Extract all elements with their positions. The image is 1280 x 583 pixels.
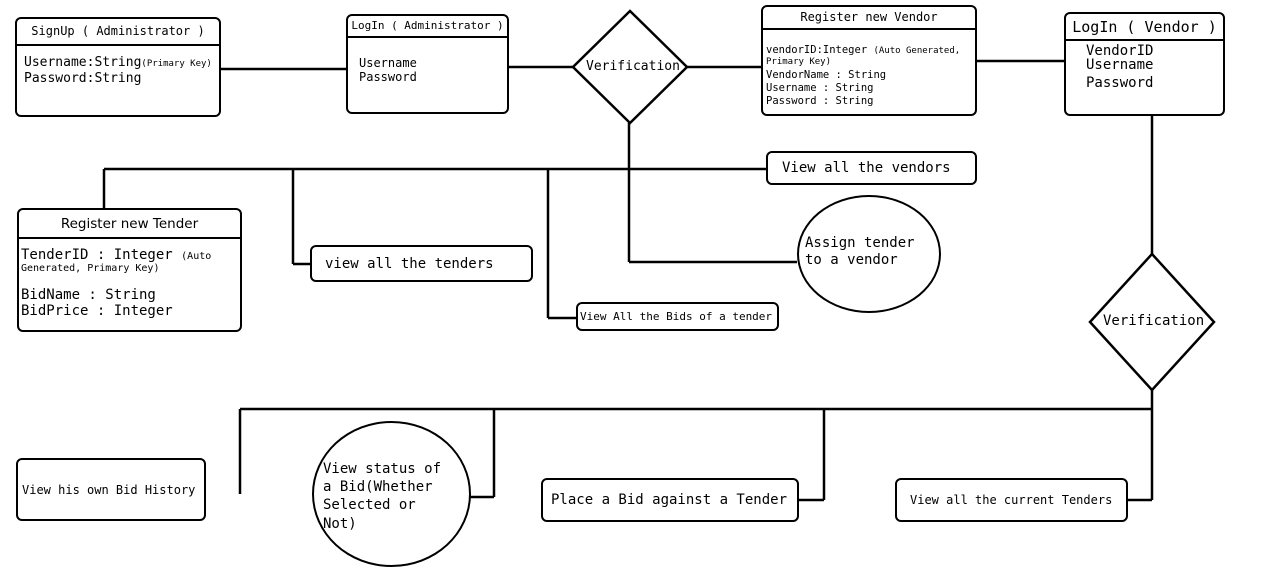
signup-admin-password: Password:String — [24, 70, 142, 86]
register-vendor-entity: Register new Vendor vendorID:Integer (Au… — [761, 5, 977, 116]
register-vendor-id: vendorID:Integer — [766, 44, 868, 56]
register-tender-title: Register new Tender — [19, 210, 240, 239]
view-vendors-label: View all the vendors — [782, 160, 951, 176]
verification-vendor-diamond — [1088, 252, 1216, 392]
signup-admin-username-note: (Primary Key) — [141, 59, 212, 69]
place-bid-box: Place a Bid against a Tender — [541, 478, 799, 522]
assign-tender-line2: to a vendor — [805, 251, 898, 268]
view-tenders-label: view all the tenders — [325, 255, 494, 272]
view-vendors-box: View all the vendors — [766, 151, 977, 185]
signup-admin-title: SignUp ( Administrator ) — [17, 19, 219, 46]
view-bids-label: View All the Bids of a tender — [580, 310, 773, 323]
verification-vendor-label: Verification — [1103, 313, 1205, 329]
register-vendor-username: Username : String — [766, 81, 874, 94]
register-tender-bidname: BidName : String — [21, 286, 156, 303]
bid-history-box: View his own Bid History — [16, 458, 206, 521]
register-tender-id-note-2: Generated, Primary Key) — [21, 263, 160, 275]
login-admin-title: LogIn ( Administrator ) — [348, 16, 507, 38]
current-tenders-label: View all the current Tenders — [910, 493, 1113, 507]
register-tender-entity: Register new Tender TenderID : Integer (… — [17, 208, 242, 332]
login-vendor-title: LogIn ( Vendor ) — [1066, 14, 1223, 41]
register-vendor-name: VendorName : String — [766, 68, 887, 81]
bid-status-line3: Selected or — [323, 497, 416, 514]
bid-status-circle: View status of a Bid(Whether Selected or… — [312, 421, 471, 567]
view-tenders-box: view all the tenders — [310, 245, 533, 282]
signup-admin-entity: SignUp ( Administrator ) Username:String… — [15, 17, 221, 117]
register-tender-id: TenderID : Integer — [21, 247, 173, 263]
login-vendor-entity: LogIn ( Vendor ) VendorID Username Passw… — [1064, 12, 1225, 116]
login-vendor-password: Password — [1086, 74, 1154, 91]
register-vendor-id-note-2: Primary Key) — [766, 57, 832, 68]
verification-admin-diamond — [571, 9, 689, 125]
login-vendor-username: Username — [1086, 56, 1154, 73]
login-admin-password: Password — [359, 70, 417, 85]
signup-admin-username: Username:String — [24, 55, 142, 70]
verification-admin-label: Verification — [586, 59, 680, 74]
register-tender-id-note: (Auto — [181, 251, 212, 262]
bid-history-label: View his own Bid History — [22, 482, 196, 497]
assign-tender-circle: Assign tender to a vendor — [797, 195, 941, 313]
login-vendor-id: VendorID — [1086, 43, 1154, 59]
place-bid-label: Place a Bid against a Tender — [551, 492, 788, 508]
bid-status-line2: a Bid(Whether — [323, 479, 433, 496]
bid-status-line1: View status of — [323, 461, 442, 477]
register-vendor-title: Register new Vendor — [763, 7, 975, 30]
view-bids-box: View All the Bids of a tender — [576, 302, 779, 331]
current-tenders-box: View all the current Tenders — [895, 478, 1128, 522]
login-admin-entity: LogIn ( Administrator ) Username Passwor… — [346, 14, 509, 114]
assign-tender-line1: Assign tender — [805, 235, 915, 251]
register-vendor-id-note: (Auto Generated, — [873, 46, 961, 56]
bid-status-line4: Not) — [323, 515, 357, 532]
register-vendor-password: Password : String — [766, 94, 874, 107]
register-tender-bidprice: BidPrice : Integer — [21, 302, 173, 319]
login-admin-username: Username — [359, 56, 417, 70]
